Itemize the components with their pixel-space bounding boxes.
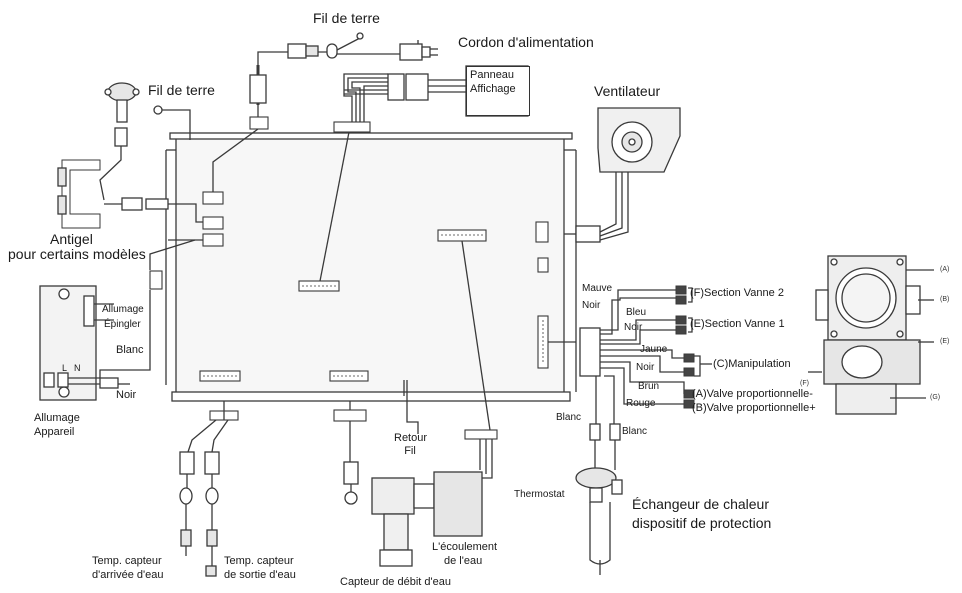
label-allumage-epingler-2: Épingler <box>104 319 141 330</box>
label-echangeur-2: dispositif de protection <box>632 515 772 531</box>
label-valve-minus: (A)Valve proportionnelle- <box>692 388 813 400</box>
label-section-vanne-2: (F)Section Vanne 2 <box>690 287 784 299</box>
label-brun: Brun <box>638 381 660 392</box>
label-temp-arrivee-2: d'arrivée d'eau <box>92 569 164 581</box>
label-noir-1: Noir <box>582 300 601 311</box>
connector-pins <box>203 234 544 377</box>
label-section-vanne-1: (E)Section Vanne 1 <box>690 318 785 330</box>
label-ground-wire-top: Fil de terre <box>313 10 380 26</box>
label-blanc-left: Blanc <box>116 344 144 356</box>
fan-assembly <box>564 107 681 243</box>
label-gas-valve-b: (B) <box>940 296 950 303</box>
label-noir-3: Noir <box>636 362 655 373</box>
label-allumage-appareil-1: Allumage <box>34 412 80 424</box>
label-gas-valve-e: (E) <box>940 338 950 345</box>
label-antigel-1: Antigel <box>50 231 93 247</box>
label-fan: Ventilateur <box>594 83 661 99</box>
label-noir-left: Noir <box>116 389 137 401</box>
valve-brackets <box>688 287 712 377</box>
internal-wires <box>212 128 491 431</box>
label-allumage-appareil-2: Appareil <box>34 426 75 438</box>
label-ground-wire-left: Fil de terre <box>148 82 215 98</box>
antigel-assembly <box>57 82 203 270</box>
label-manipulation: (C)Manipulation <box>713 358 791 370</box>
label-mauve: Mauve <box>582 283 613 294</box>
label-thermostat: Thermostat <box>514 489 565 500</box>
temp-sensors <box>179 419 229 577</box>
label-retour-2: Fil <box>404 445 416 457</box>
label-jaune: Jaune <box>640 344 668 355</box>
label-temp-sortie-1: Temp. capteur <box>224 555 294 567</box>
label-antigel-2: pour certains modèles <box>8 246 146 262</box>
label-rouge: Rouge <box>626 398 656 409</box>
label-display-panel-2: Affichage <box>470 82 516 95</box>
label-ecoulement-1: L'écoulement <box>432 541 498 553</box>
label-gas-valve-a: (A) <box>940 266 950 273</box>
control-board <box>165 132 577 402</box>
label-valve-plus: (B)Valve proportionnelle+ <box>692 402 816 414</box>
gas-valve <box>808 255 934 415</box>
label-retour-1: Retour <box>394 432 428 444</box>
label-capteur-debit: Capteur de débit d'eau <box>340 576 451 588</box>
label-power-cord: Cordon d'alimentation <box>458 34 594 50</box>
label-temp-arrivee-1: Temp. capteur <box>92 555 162 567</box>
label-display-panel-1: Panneau <box>470 69 515 81</box>
water-flow-sensor <box>343 380 493 567</box>
label-allumage-epingler-1: Allumage <box>102 304 144 315</box>
ignition-assembly <box>39 285 151 401</box>
label-gas-valve-g: (G) <box>930 394 941 401</box>
label-temp-sortie-2: de sortie d'eau <box>224 569 296 581</box>
valve-terminals <box>675 285 695 409</box>
label-n: N <box>74 363 81 373</box>
left-ground-wire <box>153 105 191 140</box>
label-gas-valve-f: (F) <box>800 380 809 387</box>
label-echangeur-1: Échangeur de chaleur <box>632 496 769 512</box>
label-blanc-mid: Blanc <box>556 412 582 423</box>
display-panel-box: Panneau Affichage <box>466 66 530 116</box>
power-cord-assembly <box>249 32 438 117</box>
label-l: L <box>62 363 68 373</box>
label-blanc-right: Blanc <box>622 426 648 437</box>
label-bleu: Bleu <box>626 307 647 318</box>
label-ecoulement-2: de l'eau <box>444 555 483 567</box>
valve-harness <box>548 289 685 424</box>
thermostat-assembly <box>575 423 623 575</box>
label-noir-2: Noir <box>624 322 643 333</box>
